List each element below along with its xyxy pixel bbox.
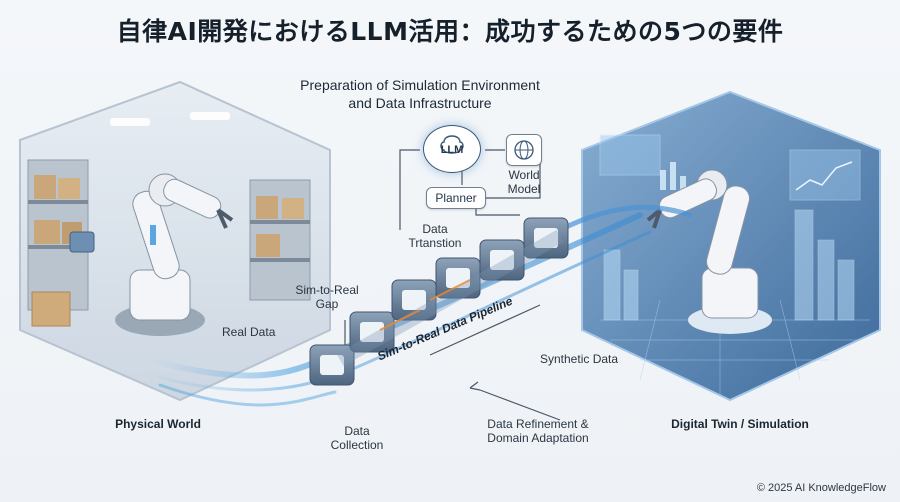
data-refinement-label: Data Refinement & Domain Adaptation (487, 417, 589, 445)
world-model-label: World Model (507, 168, 541, 196)
physical-robot-arm (115, 173, 234, 336)
digital-twin-label: Digital Twin / Simulation (671, 417, 809, 431)
chart-panel (789, 149, 861, 201)
sim-to-real-gap-label: Sim-to-Real Gap (295, 283, 359, 311)
planner-node: Planner (426, 187, 486, 209)
world-model-node (506, 134, 542, 166)
subtitle-line-2: and Data Infrastructure (348, 95, 492, 111)
physical-world-panel (19, 80, 331, 402)
real-data-label: Real Data (222, 325, 276, 339)
globe-icon (514, 140, 534, 160)
pipeline-block (391, 279, 437, 321)
simulated-robot-arm (646, 169, 772, 334)
llm-label: LLM (440, 144, 464, 156)
diagram-subtitle: Preparation of Simulation Environment an… (270, 76, 570, 112)
copyright-notice: © 2025 AI KnowledgeFlow (756, 482, 886, 494)
planner-label: Planner (435, 191, 477, 205)
physical-world-label: Physical World (115, 417, 201, 431)
data-transition-label: Data Trtanstion (408, 222, 462, 250)
pipeline-block (479, 239, 525, 281)
llm-node: LLM (423, 125, 481, 173)
digital-twin-panel (581, 90, 881, 402)
pipeline-block (349, 311, 395, 353)
pipeline-block (523, 217, 569, 259)
data-collection-label: Data Collection (330, 424, 384, 452)
pipeline-blocks (309, 217, 569, 386)
synthetic-data-label: Synthetic Data (540, 352, 619, 366)
annotation-arrows (344, 304, 561, 421)
warehouse-shelf-right (249, 179, 311, 301)
subtitle-line-1: Preparation of Simulation Environment (300, 77, 540, 93)
cardboard-box (31, 291, 71, 327)
page-title: 自律AI開発におけるLLM活用：成功するための5つの要件 (116, 17, 784, 46)
pipeline-block (309, 344, 355, 386)
control-panel (69, 231, 95, 253)
brain-icon (440, 135, 464, 154)
